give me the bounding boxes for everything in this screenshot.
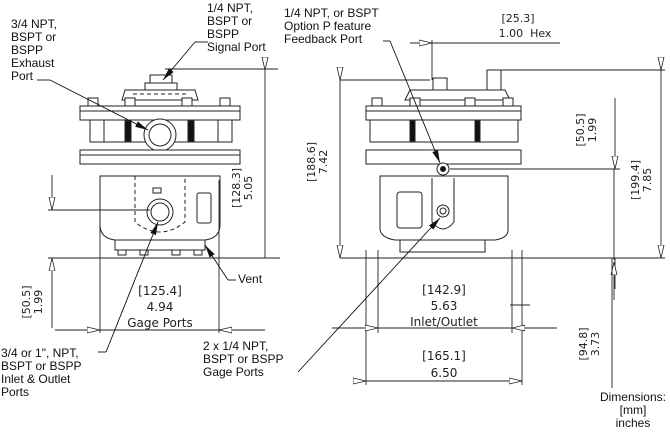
- inlet-outlet-width-dim: [142.9] 5.63 Inlet/Outlet: [404, 282, 484, 330]
- dim-in: 6.50: [430, 366, 458, 380]
- legend-inches: inches: [615, 416, 651, 430]
- gage-ports-width-dim: [125.4] 4.94 Gage Ports: [120, 283, 200, 331]
- overall-width-dim: [165.1] 6.50: [404, 348, 484, 382]
- dim-in: 3.73: [589, 331, 602, 357]
- dim-mm: [165.1]: [422, 349, 466, 363]
- dim-mm: [142.9]: [422, 283, 466, 297]
- legend-mm: [mm]: [619, 403, 647, 417]
- side-view: [365, 69, 522, 253]
- gage-ports-callout: 2 x 1/4 NPT, BSPT or BSPP Gage Ports: [203, 339, 284, 379]
- legend-title: Dimensions:: [599, 390, 666, 404]
- dim-label: Inlet/Outlet: [410, 315, 478, 329]
- left-lower-height-dim: [50.5] 1.99: [20, 277, 45, 327]
- dim-in: 5.63: [430, 299, 458, 313]
- inlet-outlet-ports-callout: 3/4 or 1", NPT, BSPT or BSPP Inlet & Out…: [1, 346, 82, 399]
- dim-in: 7.85: [641, 167, 654, 193]
- signal-port-callout: 1/4 NPT, BSPT or BSPP Signal Port: [207, 1, 266, 54]
- dim-mm: [125.4]: [138, 284, 182, 298]
- right-total-height-dim: [188.6] 7.42: [305, 127, 330, 197]
- dim-in: 5.05: [242, 175, 255, 201]
- right-feedback-height-dim: [50.5] 1.99: [574, 105, 599, 155]
- feedback-port-callout: 1/4 NPT, or BSPT Option P feature Feedba…: [284, 6, 379, 46]
- right-lower-height-dim: [94.8] 3.73: [577, 319, 602, 369]
- dim-in: 1.99: [32, 289, 45, 315]
- leader-lines: [37, 40, 441, 373]
- dim-in: 1.99: [586, 117, 599, 143]
- dim-in: 4.94: [146, 300, 174, 314]
- exhaust-port-callout: 3/4 NPT, BSPT or BSPP Exhaust Port: [11, 17, 58, 83]
- dimensions-legend: Dimensions: [mm] inches: [600, 391, 666, 430]
- front-view: [79, 74, 241, 256]
- right-overall-height-dim: [199.4] 7.85: [629, 145, 654, 215]
- dimension-lines: [48, 40, 665, 388]
- hex-dim-mm: [25.3]: [501, 12, 535, 25]
- vent-callout: Vent: [238, 272, 263, 286]
- hex-dim-in: 1.00 Hex: [498, 27, 552, 40]
- dim-in: 7.42: [317, 149, 330, 175]
- dim-label: Gage Ports: [127, 316, 193, 330]
- left-upper-height-dim: [128.3] 5.05: [230, 153, 255, 223]
